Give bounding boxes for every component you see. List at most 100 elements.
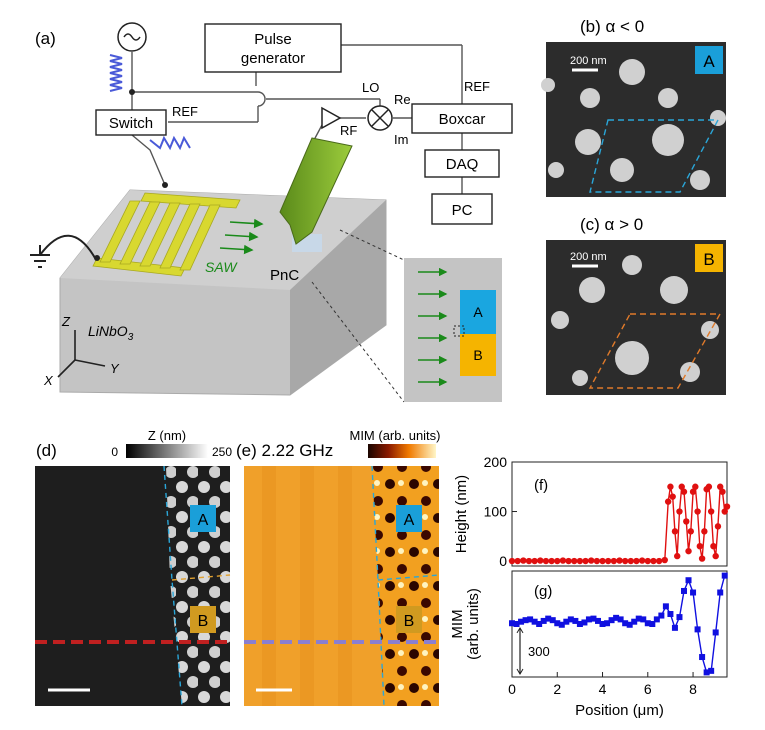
- data-point: [680, 488, 688, 495]
- z-colorbar: [126, 444, 208, 458]
- data-point: [703, 669, 710, 676]
- boundary-ab-d: [171, 574, 231, 581]
- data-point: [719, 488, 726, 495]
- panel-d: (d) Z (nm) 0 250 A B: [35, 428, 232, 707]
- series-line: [512, 484, 728, 562]
- data-point: [644, 557, 651, 565]
- data-point: [576, 621, 583, 627]
- sem-pillars-b: [541, 59, 726, 190]
- panel-f-label: (f): [534, 477, 548, 494]
- data-point: [714, 523, 722, 530]
- data-point: [650, 557, 657, 565]
- data-point: [644, 620, 651, 627]
- data-point: [694, 508, 701, 515]
- data-point: [622, 620, 629, 627]
- mim-colorbar-title: MIM (arb. units): [349, 428, 440, 443]
- switch-label: Switch: [109, 115, 153, 132]
- data-point: [661, 556, 668, 564]
- data-point: [723, 503, 731, 510]
- plot-frame: [511, 461, 728, 567]
- data-point: [593, 557, 601, 565]
- pnc-mim-texture: [372, 466, 439, 706]
- pulse-wave-icon: [109, 54, 123, 92]
- data-point: [669, 493, 676, 500]
- data-point: [571, 557, 578, 565]
- data-point: [536, 621, 543, 627]
- inset-label-a: A: [473, 304, 483, 320]
- data-point: [520, 557, 527, 564]
- panel-a-label: (a): [35, 29, 56, 48]
- data-point: [608, 617, 615, 624]
- data-point: [581, 619, 588, 626]
- mim-stripes: [262, 466, 352, 706]
- x-tick-label: 4: [599, 681, 607, 697]
- region-a-badge-e: [396, 505, 422, 532]
- data-point: [664, 498, 672, 505]
- axis-z-label: Z: [61, 314, 71, 329]
- y-tick-label: 200: [484, 454, 508, 470]
- data-point: [676, 614, 683, 621]
- data-point: [576, 557, 584, 565]
- data-point: [649, 621, 656, 627]
- pulse-generator-label-2: generator: [241, 50, 305, 67]
- y-tick-label: 0: [499, 553, 507, 569]
- data-point: [705, 483, 713, 490]
- region-a-label-d: A: [198, 512, 209, 529]
- scale-arrow-up: [516, 626, 524, 634]
- x-axis-label: Position (μm): [575, 702, 664, 719]
- data-point: [599, 557, 606, 565]
- data-point: [689, 488, 697, 495]
- zoom-line-2: [311, 281, 405, 403]
- data-point: [558, 621, 565, 628]
- data-point: [563, 618, 570, 625]
- axis-x-arrow: [57, 359, 76, 378]
- data-point: [549, 617, 556, 624]
- data-point: [522, 617, 529, 624]
- saw-arrows: [219, 218, 264, 255]
- data-point: [604, 620, 611, 627]
- re-label: Re: [394, 92, 411, 107]
- boundary-ab-e: [377, 574, 440, 581]
- data-point: [604, 557, 612, 565]
- data-point: [678, 483, 685, 490]
- data-point: [694, 626, 701, 633]
- pnc-label: PnC: [270, 267, 299, 284]
- data-point: [542, 557, 550, 565]
- inset-region-b: [460, 334, 496, 376]
- data-point: [616, 557, 623, 564]
- boxcar-box: [411, 103, 513, 134]
- panel-e: (e) 2.22 GHz MIM (arb. units) A B: [236, 428, 441, 707]
- probe-tip-icon: [279, 137, 353, 245]
- data-point: [683, 518, 690, 525]
- data-point: [653, 616, 660, 623]
- data-point: [613, 614, 620, 621]
- junction-dot: [129, 89, 135, 95]
- data-point: [681, 587, 687, 594]
- data-point: [667, 483, 674, 490]
- data-point: [712, 629, 719, 636]
- lo-label: LO: [362, 80, 379, 95]
- data-point: [721, 508, 728, 515]
- data-point: [631, 618, 638, 625]
- axis-y-arrow: [74, 359, 106, 367]
- mixer-cross: [371, 109, 389, 127]
- data-point: [638, 557, 646, 564]
- data-point: [508, 557, 516, 565]
- data-point: [617, 616, 624, 623]
- y-tick-label: 100: [484, 504, 508, 520]
- contact-dot: [94, 255, 100, 261]
- data-point: [698, 555, 706, 562]
- boundary-a-e: [371, 465, 385, 707]
- sine-icon: [123, 33, 141, 41]
- data-point: [717, 589, 724, 596]
- scale-arrow-down: [516, 668, 524, 675]
- x-tick-label: 8: [689, 681, 697, 697]
- panel-c: (c) α > 0 200 nm B: [546, 215, 726, 395]
- data-point: [572, 617, 579, 624]
- im-label: Im: [394, 132, 408, 147]
- daq-box: [424, 149, 500, 178]
- region-a-label-e: A: [404, 512, 415, 529]
- badge-b: [695, 244, 723, 272]
- data-point: [531, 618, 538, 625]
